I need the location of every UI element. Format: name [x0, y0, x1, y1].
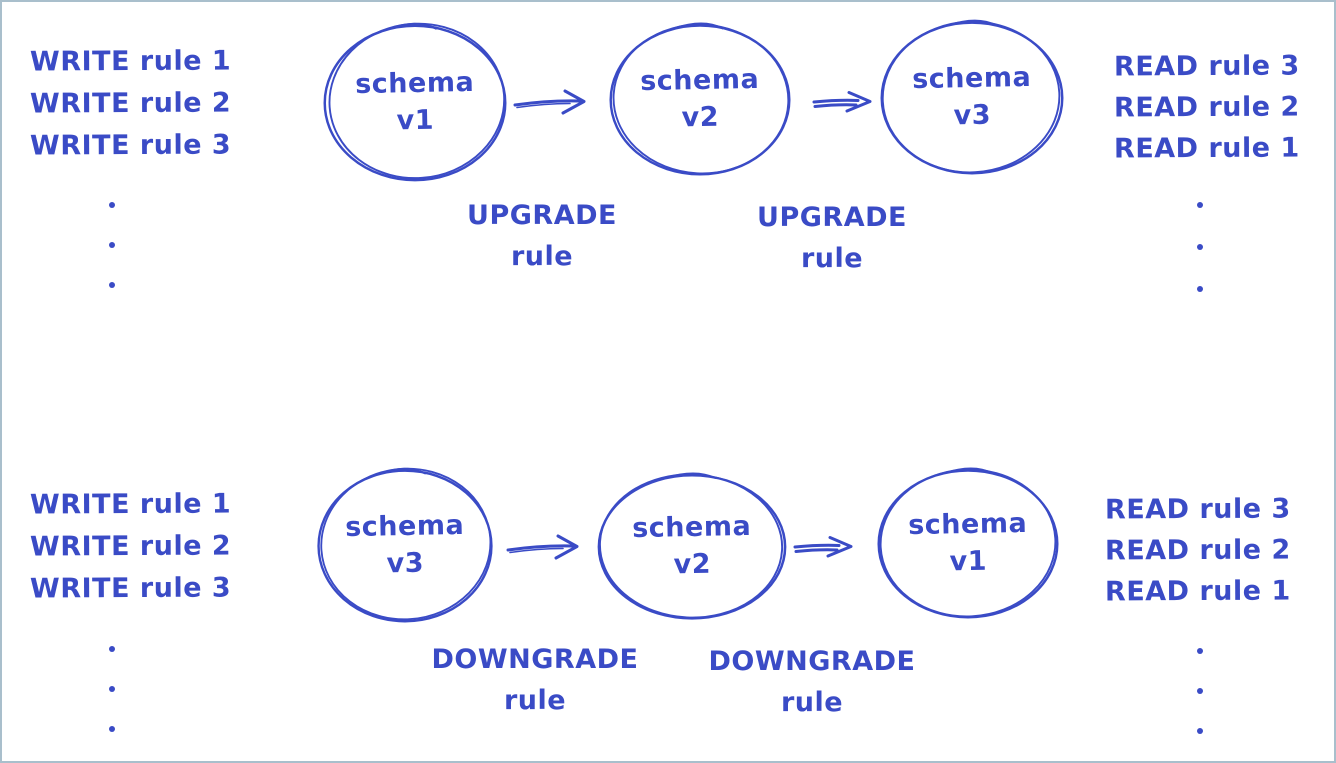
sketch-ellipse-icon [880, 19, 1064, 175]
edge-label-upgrade-2: UPGRADE rule [732, 197, 932, 279]
arrow-right-icon [793, 536, 853, 558]
sketch-ellipse-icon [317, 467, 493, 623]
edge-label-sub: rule [780, 687, 844, 718]
vertical-ellipsis [1197, 202, 1203, 292]
edge-label-sub: rule [800, 243, 864, 274]
node-title: schema [639, 63, 760, 98]
node-title: schema [907, 507, 1028, 542]
node-version: v2 [681, 101, 720, 134]
read-rules-list-bottom: READ rule 3 READ rule 2 READ rule 1 [1105, 489, 1291, 612]
write-rule-item: WRITE rule 3 [29, 572, 232, 605]
read-rules-list-top: READ rule 3 READ rule 2 READ rule 1 [1114, 46, 1300, 169]
read-rule-item: READ rule 1 [1113, 132, 1300, 165]
node-title: schema [354, 66, 475, 101]
node-title: schema [631, 510, 752, 545]
read-rule-item: READ rule 2 [1113, 91, 1300, 124]
ellipsis-dot [109, 242, 115, 248]
vertical-ellipsis [1197, 648, 1203, 734]
schema-node-v2-bottom: schema v2 [594, 470, 790, 622]
write-rule-item: WRITE rule 1 [29, 45, 232, 78]
arrow-right-icon [812, 91, 872, 113]
ellipsis-dot [1197, 202, 1203, 208]
schema-node-v3-bottom: schema v3 [314, 465, 496, 625]
read-rule-item: READ rule 3 [1104, 493, 1291, 526]
node-version: v3 [953, 99, 992, 132]
schema-node-v2-top: schema v2 [606, 20, 794, 178]
ellipsis-dot [109, 282, 115, 288]
vertical-ellipsis [109, 646, 115, 732]
ellipsis-dot [109, 726, 115, 732]
edge-label-downgrade-2: DOWNGRADE rule [692, 641, 932, 723]
sketch-ellipse-icon [609, 22, 791, 176]
schema-node-v1-bottom: schema v1 [874, 465, 1062, 621]
edge-label-sub: rule [503, 685, 567, 716]
write-rule-item: WRITE rule 2 [29, 87, 232, 120]
ellipsis-dot [1197, 648, 1203, 654]
edge-label-word: UPGRADE [757, 202, 907, 233]
ellipsis-dot [1197, 244, 1203, 250]
edge-label-upgrade-1: UPGRADE rule [442, 195, 642, 277]
write-rule-item: WRITE rule 3 [29, 129, 232, 162]
edge-label-word: UPGRADE [467, 200, 617, 231]
arrow-right-icon [506, 534, 579, 560]
sketch-ellipse-icon [877, 467, 1059, 619]
node-version: v1 [396, 104, 435, 137]
ellipsis-dot [1197, 688, 1203, 694]
edge-label-downgrade-1: DOWNGRADE rule [415, 639, 655, 721]
edge-label-word: DOWNGRADE [431, 644, 639, 675]
node-version: v3 [386, 547, 425, 580]
node-title: schema [344, 509, 465, 544]
write-rule-item: WRITE rule 2 [29, 530, 232, 563]
read-rule-item: READ rule 3 [1113, 50, 1300, 83]
write-rule-item: WRITE rule 1 [29, 488, 232, 521]
edge-label-sub: rule [510, 241, 574, 272]
ellipsis-dot [1197, 728, 1203, 734]
schema-node-v1-top: schema v1 [320, 20, 510, 184]
edge-label-word: DOWNGRADE [708, 646, 916, 677]
read-rule-item: READ rule 2 [1104, 534, 1291, 567]
sketch-ellipse-icon [597, 472, 787, 620]
ellipsis-dot [109, 646, 115, 652]
vertical-ellipsis [109, 202, 115, 288]
sketch-ellipse-icon [323, 22, 507, 182]
arrow-right-icon [513, 89, 586, 115]
ellipsis-dot [1197, 286, 1203, 292]
node-version: v1 [949, 545, 988, 578]
ellipsis-dot [109, 202, 115, 208]
schema-node-v3-top: schema v3 [877, 17, 1067, 177]
node-version: v2 [673, 548, 712, 581]
write-rules-list-bottom: WRITE rule 1 WRITE rule 2 WRITE rule 3 [30, 484, 231, 610]
ellipsis-dot [109, 686, 115, 692]
read-rule-item: READ rule 1 [1104, 575, 1291, 608]
node-title: schema [911, 61, 1032, 96]
write-rules-list-top: WRITE rule 1 WRITE rule 2 WRITE rule 3 [30, 41, 231, 167]
